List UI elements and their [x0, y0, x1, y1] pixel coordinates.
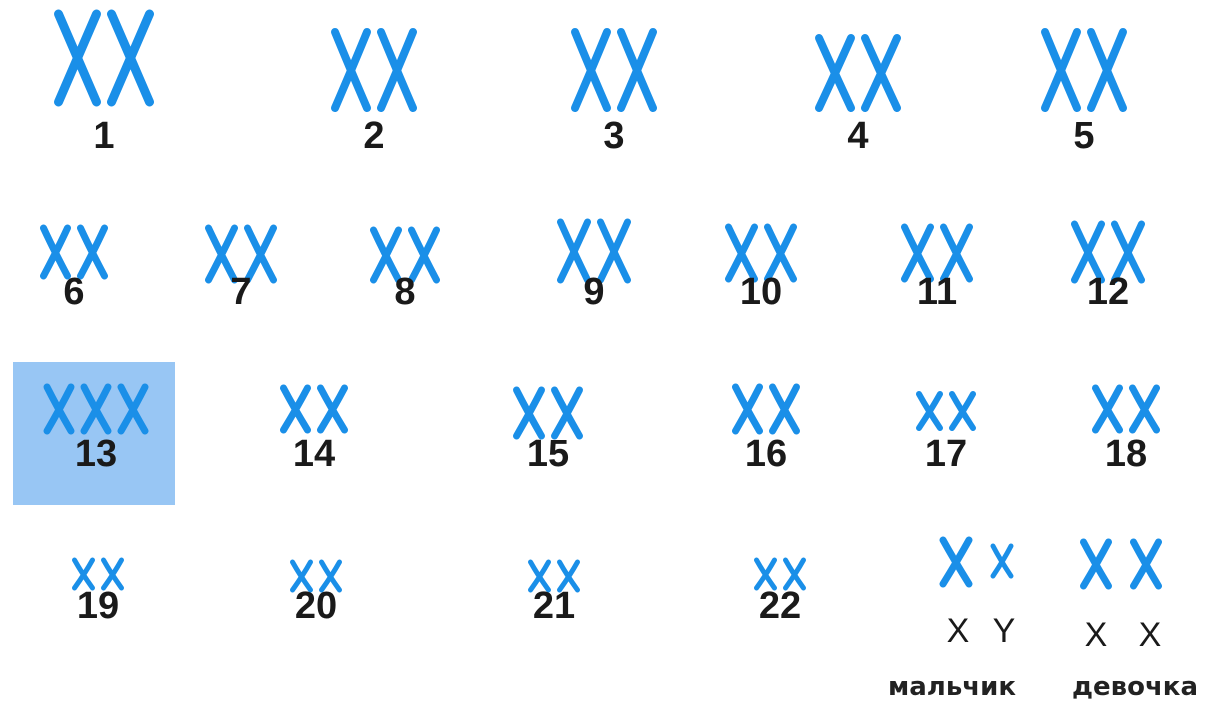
chromosome-17: [919, 394, 973, 428]
chromosome-number-17: 17: [925, 435, 967, 473]
chromatid-x-icon: [381, 32, 413, 108]
caption-boy: мальчик: [888, 674, 1016, 700]
chromosome-number-21: 21: [533, 587, 575, 625]
chromatid-x-icon: [575, 32, 607, 108]
chromosome-14: [284, 388, 345, 430]
chromosome-number-22: 22: [759, 587, 801, 625]
chromosome-number-8: 8: [394, 273, 415, 311]
chromosome-number-6: 6: [63, 273, 84, 311]
chromosome-22: [757, 560, 804, 588]
sex-letter-x: X: [1139, 618, 1162, 652]
chromosome-16: [736, 387, 797, 431]
chromosome-number-16: 16: [745, 435, 787, 473]
chromatid-x-icon: [621, 32, 653, 108]
sex-letter-x: X: [947, 614, 970, 648]
chromatid-x-icon: [104, 560, 122, 588]
chromatid-x-icon: [786, 560, 804, 588]
chromatid-x-icon: [517, 390, 542, 436]
chromatid-x-icon: [919, 394, 940, 428]
chromatid-x-icon: [757, 560, 775, 588]
chromatid-x-icon: [335, 32, 367, 108]
chromatid-x-icon: [84, 387, 108, 431]
chromatid-x-icon: [112, 14, 150, 102]
chromosome-18: [1096, 388, 1157, 430]
chromosome-x-icon: [1134, 542, 1159, 586]
chromosome-number-18: 18: [1105, 435, 1147, 473]
chromatid-x-icon: [321, 388, 345, 430]
chromatid-x-icon: [865, 38, 897, 108]
chromatid-x-icon: [81, 228, 105, 276]
chromosome-y-icon: [993, 546, 1011, 576]
chromosome-number-9: 9: [583, 273, 604, 311]
chromatid-x-icon: [44, 228, 68, 276]
chromatid-x-icon: [736, 387, 760, 431]
chromatid-x-icon: [1045, 32, 1077, 108]
chromatid-x-icon: [819, 38, 851, 108]
chromosome-number-5: 5: [1073, 117, 1094, 155]
chromosome-number-4: 4: [847, 117, 868, 155]
chromosome-13: [47, 387, 145, 431]
chromosome-x-icon: [943, 540, 969, 584]
chromatid-x-icon: [1096, 388, 1120, 430]
caption-girl: девочка: [1072, 674, 1198, 700]
chromatid-x-icon: [952, 394, 973, 428]
chromosome-number-19: 19: [77, 587, 119, 625]
chromatid-x-icon: [75, 560, 93, 588]
chromosome-number-7: 7: [230, 273, 251, 311]
chromosome-number-13: 13: [75, 435, 117, 473]
chromatid-x-icon: [1133, 388, 1157, 430]
chromatid-x-icon: [47, 387, 71, 431]
chromatid-x-icon: [555, 390, 580, 436]
chromatid-x-icon: [121, 387, 145, 431]
chromosome-number-10: 10: [740, 273, 782, 311]
sex-chromosome-drawings: [943, 540, 1159, 586]
chromosome-15: [517, 390, 580, 436]
chromosome-x-icon: [1084, 542, 1109, 586]
chromosome-4: [819, 38, 897, 108]
chromosome-number-2: 2: [363, 117, 384, 155]
chromosome-number-20: 20: [295, 587, 337, 625]
chromatid-x-icon: [284, 388, 308, 430]
chromosome-number-15: 15: [527, 435, 569, 473]
chromatid-x-icon: [59, 14, 97, 102]
chromosome-number-11: 11: [917, 273, 957, 311]
chromosome-1: [59, 14, 150, 102]
chromosome-5: [1045, 32, 1123, 108]
sex-letter-y: Y: [993, 614, 1016, 648]
chromatid-x-icon: [1091, 32, 1123, 108]
chromosome-number-14: 14: [293, 435, 335, 473]
chromosome-19: [75, 560, 122, 588]
chromatid-x-icon: [773, 387, 797, 431]
chromosome-number-1: 1: [93, 117, 114, 155]
chromosome-number-3: 3: [603, 117, 624, 155]
sex-letter-x: X: [1085, 618, 1108, 652]
chromosome-6: [44, 228, 105, 276]
chromatid-x-icon: [601, 222, 628, 280]
chromosome-number-12: 12: [1087, 273, 1129, 311]
chromosome-2: [335, 32, 413, 108]
chromosome-3: [575, 32, 653, 108]
